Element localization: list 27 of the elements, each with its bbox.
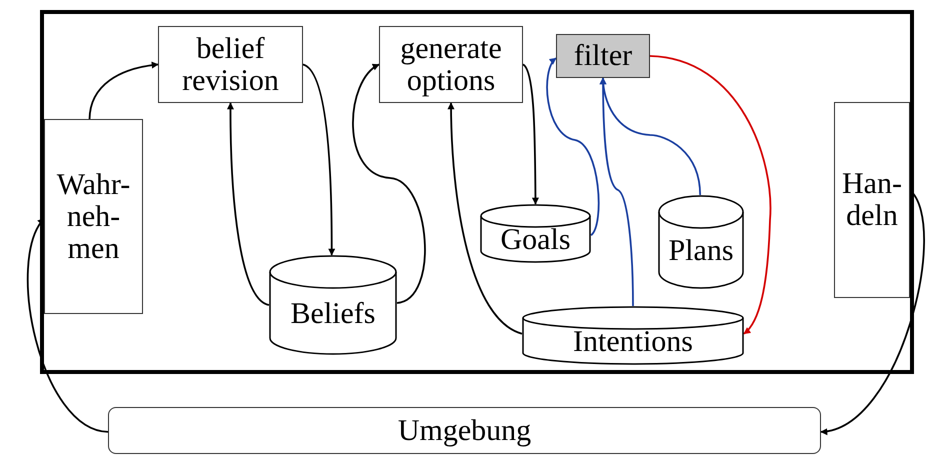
arrow [27,218,108,433]
node-label: Beliefs [290,298,376,330]
node-label: Intentions [573,326,693,358]
node-label: generate options [399,32,503,96]
node-label: Goals [500,224,570,256]
arrow [600,77,702,196]
process-box [556,34,650,78]
node-label: belief revision [181,32,280,96]
node-label: filter [574,40,632,72]
process-box [834,102,910,298]
arrow [88,62,159,120]
process-box [44,119,143,314]
node-label: Umgebung [398,414,532,446]
node-label: Plans [668,234,734,266]
arrow [650,55,772,334]
environment-box [108,407,821,454]
arrow [522,64,539,205]
arrow [448,102,522,335]
system-frame [40,10,914,374]
arrow [227,102,270,306]
arrow [546,58,600,236]
arrow [352,64,426,304]
arrow [302,64,336,256]
node-label: Han- deln [841,168,903,232]
process-box [158,26,303,103]
node-label: Wahr- neh- men [56,168,132,264]
process-box [379,26,523,103]
